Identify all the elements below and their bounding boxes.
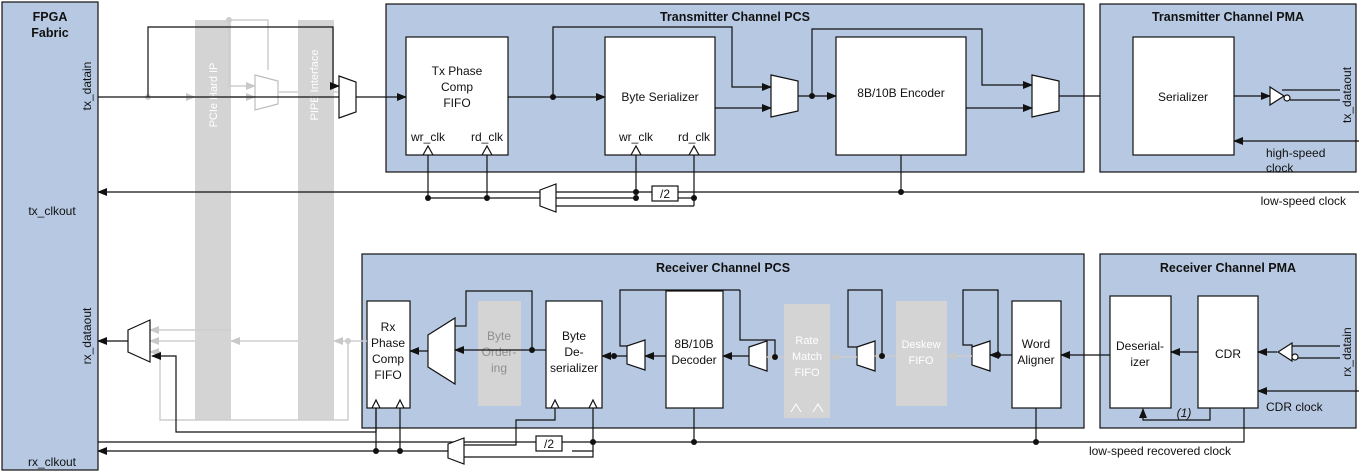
rx-phase-comp-fifo-line4: FIFO [374, 368, 401, 382]
byte-ordering-line3: ing [491, 361, 507, 375]
rx-datain-label: rx_datain [1340, 327, 1354, 376]
rx-input-buffer [1276, 341, 1293, 363]
cdr [1197, 295, 1259, 409]
rx-clock-network [97, 408, 1245, 458]
rx-phase-comp-fifo-line2: Phase [371, 336, 405, 350]
pcie-hard-ip-label: PCIe Hard IP [208, 63, 220, 128]
word-aligner-line2: Aligner [1017, 353, 1054, 367]
rx-deskew-bypass-mux [856, 340, 876, 372]
serializer [1132, 36, 1235, 156]
high-speed-clock-line1: high-speed [1266, 146, 1325, 160]
tx-clock-network [97, 155, 1359, 207]
8b10b-encoder [835, 36, 967, 156]
low-speed-clock-label: low-speed clock [1261, 194, 1347, 208]
tx-pma-title: Transmitter Channel PMA [1152, 10, 1304, 24]
tx-serializer-bypass-mux [770, 74, 799, 118]
rx-phase-comp-fifo [366, 300, 411, 409]
tx-encoder-bypass-mux [1031, 74, 1060, 118]
tx-clock-divider [651, 185, 679, 202]
fpga-fabric-title-line2: Fabric [31, 26, 69, 40]
tx-clkout-label: tx_clkout [28, 204, 76, 218]
rx-output-mux [127, 319, 151, 363]
byte-ordering-line1: Byte [487, 329, 511, 343]
byte-deserializer-line1: Byte [562, 329, 586, 343]
8b10b-decoder-line1: 8B/10B [674, 337, 713, 351]
pipe-interface-block [298, 20, 334, 420]
rx-decoder-bypass-mux [626, 339, 646, 371]
rx-clock-divider [535, 435, 563, 452]
rx-word-aligner-mux [971, 340, 991, 372]
deserializer-line2: izer [1130, 355, 1149, 369]
high-speed-clock-line2: clock [1266, 161, 1294, 175]
rate-match-fifo-line3: FIFO [794, 367, 819, 379]
byte-deserializer-line3: serializer [550, 361, 598, 375]
serializer-wr-clk-label: wr_clk [618, 130, 654, 144]
low-speed-recovered-clock-label: low-speed recovered clock [1089, 444, 1232, 458]
rx-pma-title: Receiver Channel PMA [1160, 261, 1296, 275]
byte-ordering-line2: Order- [482, 345, 517, 359]
tx-data-paths [98, 26, 1134, 112]
tx-output-buffer [1269, 85, 1286, 107]
deskew-fifo-line1: Deskew [901, 339, 940, 351]
tx-pcs-title: Transmitter Channel PCS [660, 10, 810, 24]
serializer-rd-clk-label: rd_clk [678, 130, 711, 144]
tx-divider-label: /2 [660, 187, 670, 201]
rx-rate-match-bypass-mux [748, 340, 768, 372]
fpga-fabric-title-line1: FPGA [33, 10, 68, 24]
byte-serializer [604, 36, 716, 156]
tx-input-mux [338, 75, 357, 119]
cdr-label: CDR [1215, 347, 1241, 361]
rx-byte-ordering-mux [427, 316, 456, 386]
8b10b-decoder [665, 290, 724, 409]
rx-clock-mux [447, 437, 465, 465]
pipe-interface-label: PIPE Interface [309, 50, 321, 121]
rx-phase-comp-fifo-line3: Comp [372, 352, 404, 366]
note-1-label: (1) [1177, 406, 1192, 420]
rate-match-fifo-line2: Match [792, 351, 822, 363]
tx-datain-label: tx_datain [80, 62, 94, 111]
tx-fifo-wr-clk-label: wr_clk [410, 130, 446, 144]
rx-data-paths [97, 289, 1012, 433]
tx-phase-comp-fifo-line3: FIFO [443, 96, 470, 110]
word-aligner-line1: Word [1022, 337, 1050, 351]
rx-divider-label: /2 [544, 437, 554, 451]
8b10b-encoder-label: 8B/10B Encoder [857, 86, 944, 100]
tx-dataout-label: tx_dataout [1340, 66, 1354, 123]
rx-pcs-title: Receiver Channel PCS [656, 261, 790, 275]
tx-fifo-rd-clk-label: rd_clk [471, 130, 504, 144]
byte-deserializer-line2: De- [564, 345, 583, 359]
rx-clkout-label: rx_clkout [28, 455, 77, 469]
rate-match-fifo-line1: Rate [795, 335, 818, 347]
rate-match-fifo [784, 304, 830, 418]
tx-phase-comp-fifo-line1: Tx Phase [432, 64, 483, 78]
rx-dataout-label: rx_dataout [80, 307, 94, 364]
tx-clock-mux [539, 183, 557, 213]
cdr-clock-label: CDR clock [1266, 400, 1324, 414]
byte-ordering [478, 301, 521, 406]
serializer-label: Serializer [1158, 90, 1208, 104]
byte-deserializer [545, 300, 603, 409]
deskew-fifo-line2: FIFO [908, 355, 933, 367]
fpga-fabric-block [1, 1, 99, 471]
tx-phase-comp-fifo-line2: Comp [441, 80, 473, 94]
byte-serializer-label: Byte Serializer [621, 90, 698, 104]
deserializer-line1: Deserial- [1116, 339, 1164, 353]
tx-phase-comp-fifo [405, 36, 509, 156]
8b10b-decoder-line2: Decoder [671, 353, 716, 367]
deskew-fifo [896, 301, 947, 406]
pcie-hard-ip-block [195, 20, 231, 420]
rx-phase-comp-fifo-line1: Rx [381, 320, 396, 334]
